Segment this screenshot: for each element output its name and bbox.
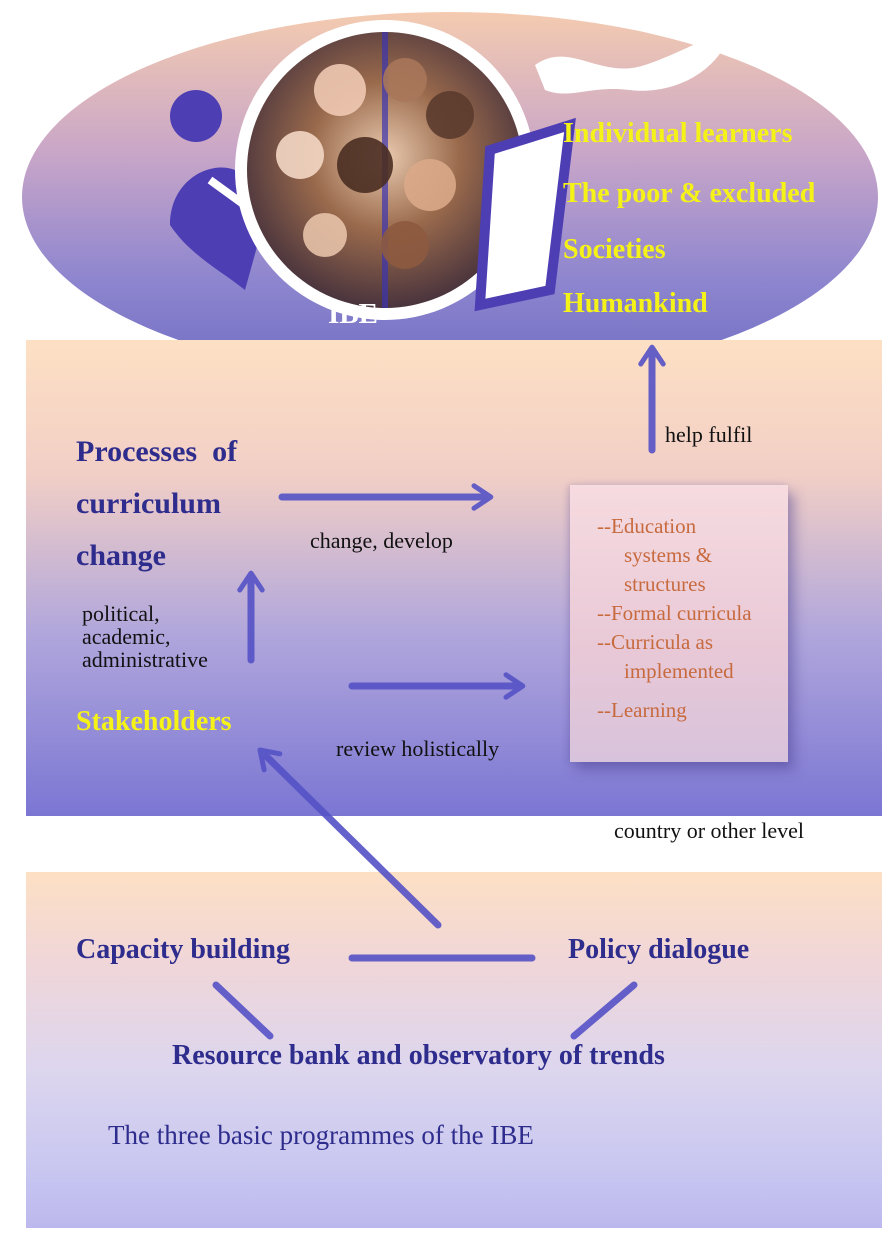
curriculum-elements-list: --Education systems & structures --Forma… (597, 512, 752, 725)
box-item-implemented: implemented (624, 659, 734, 683)
review-holistically-label: review holistically (336, 736, 500, 761)
box-item-education: --Education (597, 514, 697, 538)
figure-arm-shape (474, 117, 576, 312)
ibe-logo (170, 20, 725, 320)
ribbon-shape (535, 39, 725, 94)
processes-heading-line-2: curriculum (76, 487, 221, 520)
stakeholder-roles: political, academic, administrative (82, 602, 208, 671)
processes-heading-line-3: change (76, 539, 166, 572)
country-level-label: country or other level (614, 818, 804, 843)
curriculum-elements-box (570, 485, 788, 762)
stakeholders-label: Stakeholders (76, 706, 232, 737)
target-humankind: Humankind (563, 288, 708, 319)
box-item-formal-curricula: --Formal curricula (597, 601, 752, 625)
change-develop-label: change, develop (310, 528, 453, 553)
box-item-structures: structures (624, 572, 706, 596)
policy-dialogue-label: Policy dialogue (568, 934, 750, 965)
box-item-learning: --Learning (597, 698, 687, 722)
resource-bank-label: Resource bank and observatory of trends (172, 1040, 665, 1071)
help-fulfil-label: help fulfil (665, 422, 753, 447)
ibe-label: IBE (328, 298, 378, 330)
target-societies: Societies (563, 234, 666, 265)
box-item-systems: systems & (624, 543, 713, 567)
processes-heading: Processes of curriculum change (76, 426, 237, 582)
figure-head-shape (170, 90, 222, 142)
role-political: political, (82, 601, 160, 626)
target-poor-excluded: The poor & excluded (563, 178, 816, 209)
target-individual-learners: Individual learners (563, 118, 793, 149)
programmes-caption: The three basic programmes of the IBE (108, 1120, 534, 1150)
capacity-building-label: Capacity building (76, 934, 290, 965)
ibe-programmes-panel (26, 872, 882, 1228)
role-academic: academic, (82, 624, 171, 649)
processes-heading-line-1: Processes of (76, 435, 238, 468)
box-item-curricula-as: --Curricula as (597, 630, 714, 654)
role-administrative: administrative (82, 647, 208, 672)
